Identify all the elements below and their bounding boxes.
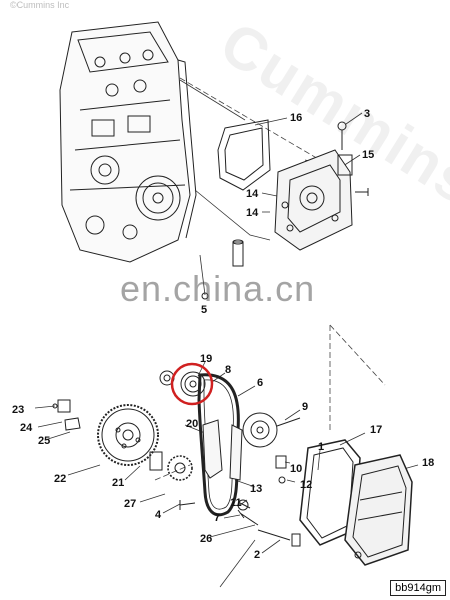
callout-11: 11: [230, 497, 242, 509]
callout-7: 7: [214, 512, 220, 524]
idler-gear-9: [242, 412, 301, 448]
bolt-2: [257, 529, 301, 547]
copyright-text: ©Cummins Inc: [10, 0, 70, 10]
gear-27: [167, 455, 193, 481]
shaft-21: [149, 451, 163, 471]
callout-24: 24: [20, 422, 33, 434]
callout-26: 26: [200, 533, 212, 545]
callout-2: 2: [254, 549, 260, 561]
callout-14a: 14: [246, 188, 259, 200]
callout-19: 19: [200, 353, 212, 365]
chain-guide-13: [229, 424, 243, 481]
callout-1: 1: [318, 441, 324, 453]
large-gear-22: [97, 404, 159, 466]
callout-15: 15: [362, 149, 374, 161]
callout-13: 13: [250, 483, 262, 495]
callout-10: 10: [290, 463, 302, 475]
cover-gasket-16: [217, 119, 271, 191]
callout-25: 25: [38, 435, 50, 447]
callout-20: 20: [186, 418, 198, 430]
gear-housing-15: [274, 149, 353, 251]
site-watermark: en.china.cn: [120, 268, 316, 309]
tensioner-11: [237, 499, 251, 511]
callout-5: 5: [201, 304, 207, 316]
dowel-pin-5: [201, 239, 244, 300]
callout-22: 22: [54, 473, 66, 485]
diagram-code-box: bb914gm: [390, 580, 446, 596]
bolt-4: [179, 500, 196, 510]
callout-16: 16: [290, 112, 302, 124]
bolt-right: [355, 188, 369, 196]
timing-chain-6: [197, 373, 240, 517]
callout-27: 27: [124, 498, 136, 510]
callout-17: 17: [370, 424, 382, 436]
callout-18: 18: [422, 457, 434, 469]
highlight-circle: [170, 362, 214, 406]
callout-6: 6: [257, 377, 263, 389]
callout-4: 4: [155, 509, 162, 521]
small-parts-23-24-25: [52, 399, 81, 431]
callout-14b: 14: [246, 207, 259, 219]
bolt-3: [337, 121, 347, 150]
chain-guide-20: [202, 419, 223, 479]
callout-23: 23: [12, 404, 24, 416]
callout-9: 9: [302, 401, 308, 413]
callout-3: 3: [364, 108, 370, 120]
callout-21: 21: [112, 477, 124, 489]
bolt-12: [278, 476, 286, 484]
callout-12: 12: [300, 479, 312, 491]
engine-block: [59, 21, 197, 263]
callout-labels: 16 3 15 14 14 5 19 8 6 9 23 24 25 20 17 …: [12, 108, 434, 561]
callout-8: 8: [225, 364, 231, 376]
front-cover-18: [344, 454, 413, 566]
bolt-26: [237, 509, 259, 526]
bolt-10: [275, 455, 287, 469]
